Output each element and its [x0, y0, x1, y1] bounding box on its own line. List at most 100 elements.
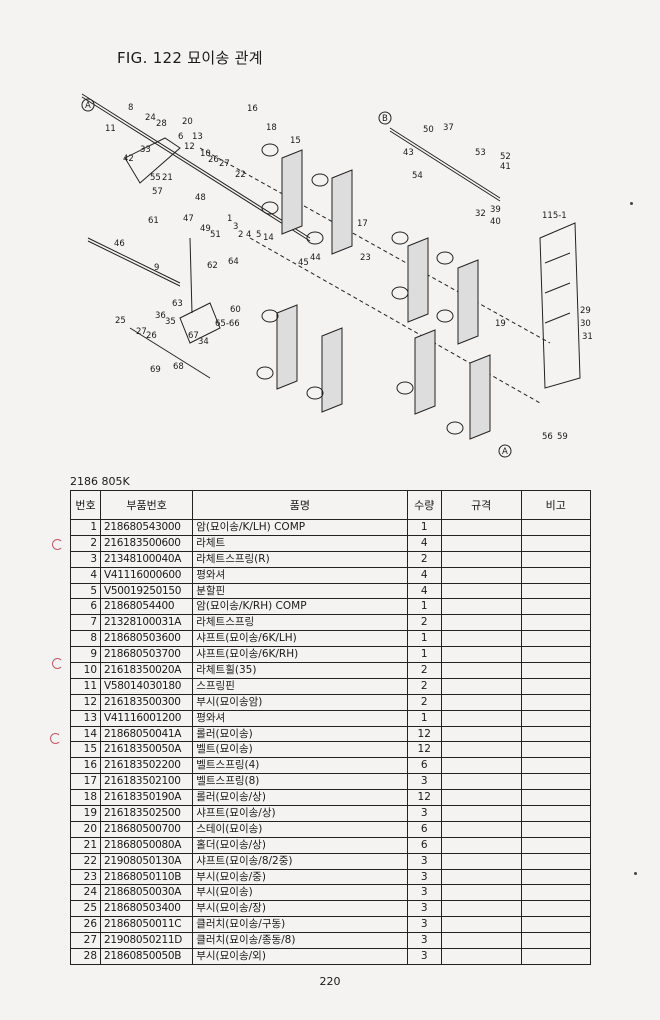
part-name-cell: 평와셔 — [192, 566, 408, 584]
part-name-cell: 부시(묘이송) — [192, 884, 408, 902]
quantity-cell: 1 — [406, 646, 442, 664]
remarks-cell — [520, 534, 592, 552]
callout-42: 42 — [123, 154, 134, 164]
callout-5: 5 — [256, 230, 261, 240]
spec-cell — [440, 900, 522, 918]
callout-34: 34 — [198, 337, 209, 347]
row-number-cell: 6 — [69, 598, 102, 616]
part-number-cell: 21868050011C — [100, 916, 194, 934]
part-number-cell: 216183500600 — [100, 534, 194, 552]
spec-cell — [440, 932, 522, 950]
row-number-cell: 2 — [69, 534, 102, 552]
callout-48: 48 — [195, 193, 206, 203]
remarks-cell — [520, 519, 592, 536]
quantity-cell: 12 — [406, 789, 442, 807]
callout-69: 69 — [150, 365, 161, 375]
quantity-cell: 6 — [406, 836, 442, 854]
callout-10: 10 — [200, 149, 211, 159]
spec-cell — [440, 868, 522, 886]
spec-cell — [440, 614, 522, 632]
spec-cell — [440, 709, 522, 727]
part-number-cell: 21868050110B — [100, 868, 194, 886]
callout-56: 56 — [542, 432, 553, 442]
spec-cell — [440, 916, 522, 934]
part-name-cell: 부시(묘이송/장) — [192, 900, 408, 918]
callout-18: 18 — [266, 123, 277, 133]
remarks-cell — [520, 773, 592, 791]
part-number-cell: 21348100040A — [100, 550, 194, 568]
callout-28: 28 — [156, 119, 167, 129]
remarks-cell — [520, 693, 592, 711]
part-name-cell: 부시(묘이송암) — [192, 693, 408, 711]
part-number-cell: 21868050080A — [100, 836, 194, 854]
spec-cell — [440, 805, 522, 822]
row-number-cell: 25 — [69, 900, 102, 918]
callout-35: 35 — [165, 317, 176, 327]
spec-cell — [440, 789, 522, 807]
part-name-cell: 샤프트(묘이송/6K/RH) — [192, 646, 408, 664]
part-number-cell: 216183502200 — [100, 757, 194, 775]
header-no: 번호 — [69, 490, 102, 520]
callout-14: 14 — [263, 233, 274, 243]
row-number-cell: 15 — [69, 741, 102, 759]
callout-4: 4 — [246, 230, 251, 240]
row-number-cell: 4 — [69, 566, 102, 584]
callout-25: 25 — [115, 316, 126, 326]
spec-cell — [440, 550, 522, 568]
callout-37: 37 — [443, 123, 454, 133]
row-number-cell: 22 — [69, 852, 102, 870]
pen-mark — [52, 658, 63, 669]
row-number-cell: 3 — [69, 550, 102, 568]
callout-52: 52 — [500, 152, 511, 162]
remarks-cell — [520, 820, 592, 838]
row-number-cell: 14 — [69, 725, 102, 743]
spec-cell — [440, 693, 522, 711]
spec-cell — [440, 630, 522, 648]
callout-11: 11 — [105, 124, 116, 134]
part-number-cell: 21860850050B — [100, 948, 194, 965]
part-name-cell: 평와셔 — [192, 709, 408, 727]
part-name-cell: 라체트스프링 — [192, 614, 408, 632]
callout-50: 50 — [423, 125, 434, 135]
quantity-cell: 3 — [406, 884, 442, 902]
remarks-cell — [520, 789, 592, 807]
callout-22: 22 — [235, 170, 246, 180]
spec-cell — [440, 662, 522, 679]
row-number-cell: 16 — [69, 757, 102, 775]
callout-16: 16 — [247, 104, 258, 114]
row-number-cell: 23 — [69, 868, 102, 886]
part-number-cell: 216183502100 — [100, 773, 194, 791]
part-name-cell: 클러치(묘이송/구동) — [192, 916, 408, 934]
callout-59: 59 — [557, 432, 568, 442]
spec-cell — [440, 646, 522, 664]
callout-60: 60 — [230, 305, 241, 315]
quantity-cell: 3 — [406, 900, 442, 918]
part-name-cell: 홀더(묘이송/상) — [192, 836, 408, 854]
spec-cell — [440, 884, 522, 902]
quantity-cell: 2 — [406, 677, 442, 695]
remarks-cell — [520, 725, 592, 743]
callout-A: A — [85, 101, 91, 111]
spec-cell — [440, 773, 522, 791]
callout-62: 62 — [207, 261, 218, 271]
exploded-parts-diagram: A B 8 24 28 20 11 6 13 12 33 10 26 27 42… — [81, 93, 593, 458]
callout-26: 26 — [208, 155, 219, 165]
callout-6: 6 — [178, 132, 183, 142]
remarks-cell — [520, 677, 592, 695]
row-number-cell: 12 — [69, 693, 102, 711]
row-number-cell: 27 — [69, 932, 102, 950]
part-name-cell: 스프링핀 — [192, 677, 408, 695]
callout-33: 33 — [140, 145, 151, 155]
callout-45: 45 — [298, 258, 309, 268]
callout-20: 20 — [182, 117, 193, 127]
